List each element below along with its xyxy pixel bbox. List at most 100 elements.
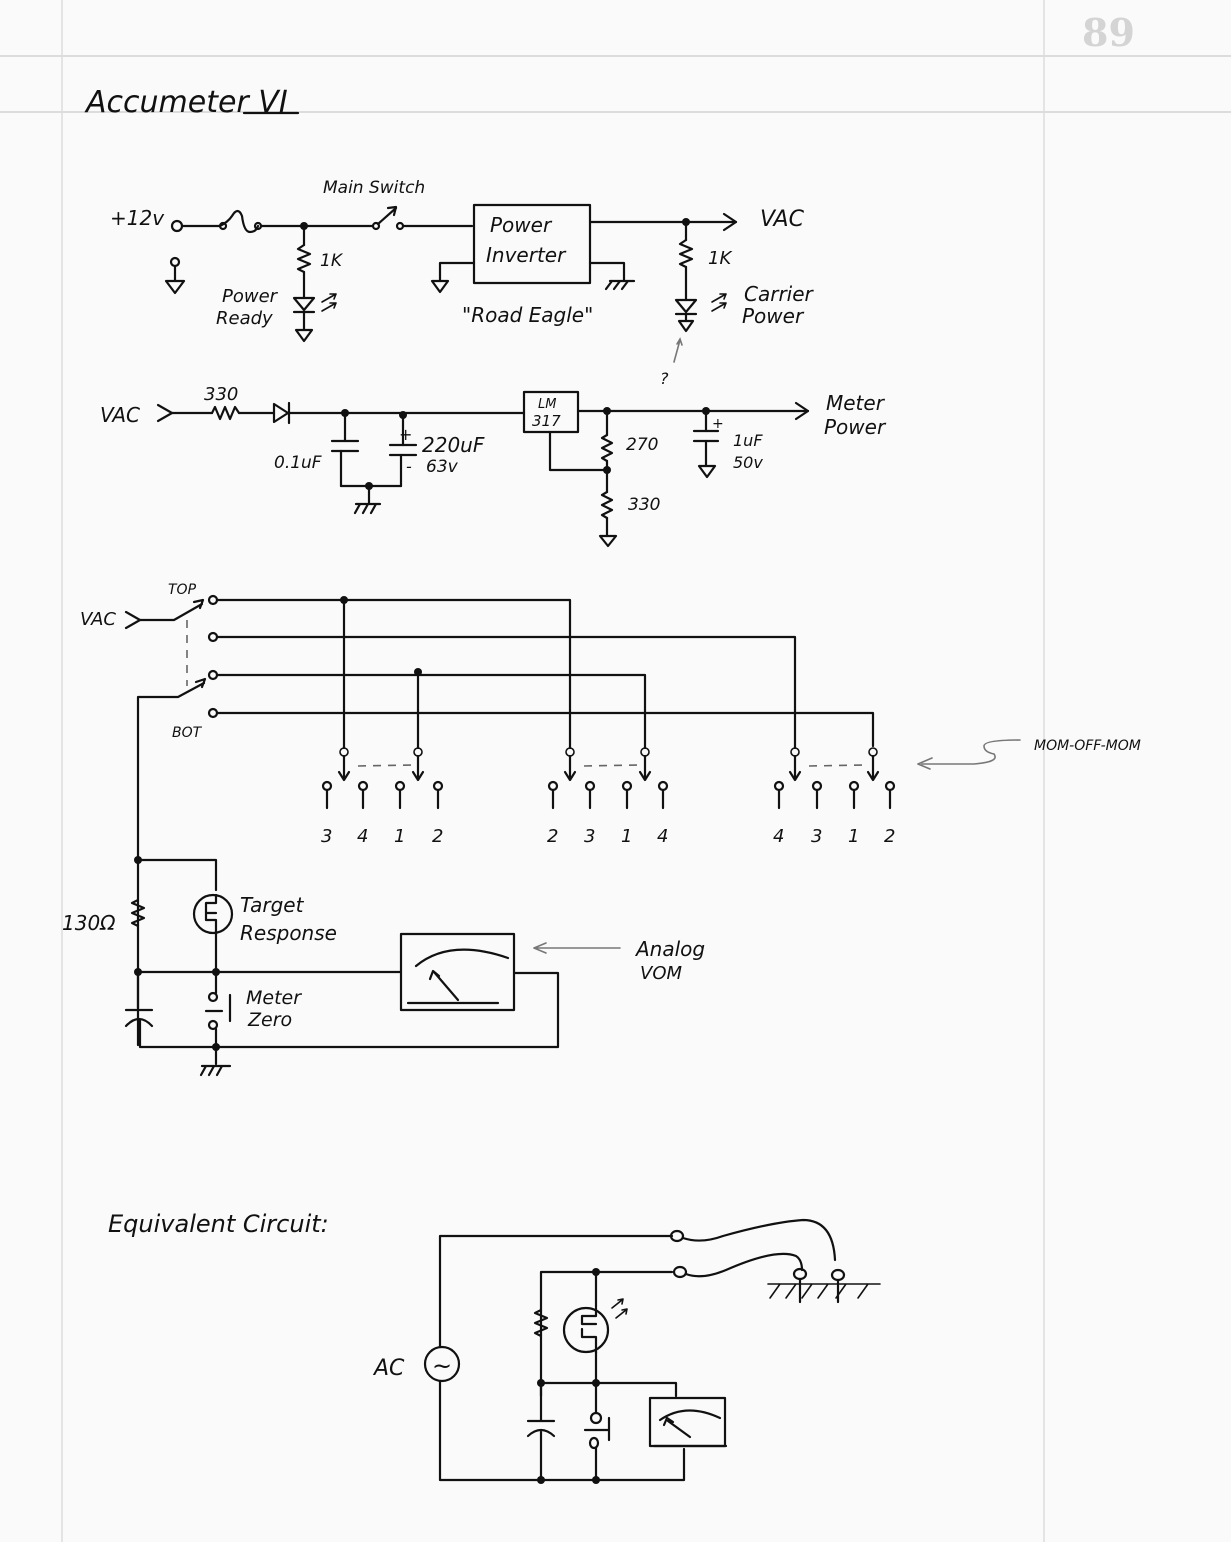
throw-contact: [584, 780, 596, 792]
throw-contact: [657, 780, 669, 792]
main-switch-label: Main Switch: [323, 178, 425, 198]
resistor-1k-label: 1K: [320, 251, 344, 271]
contact-number-label: 4: [357, 826, 368, 847]
ground-icon: [697, 464, 717, 479]
contact-number-label: 3: [811, 826, 822, 847]
pole-contact: [565, 747, 575, 757]
arrow-icon: [866, 770, 880, 782]
inverter-label-1: Power: [490, 213, 553, 237]
analog-vom-label-1: Analog: [634, 937, 705, 961]
analog-meter-icon: [648, 1396, 727, 1448]
throw-contact: [811, 780, 823, 792]
bottom-position-label: BOT: [172, 725, 203, 741]
cap-63v-label: 63v: [426, 457, 459, 477]
throw-contact: [357, 780, 369, 792]
switch-contact-4: [207, 707, 219, 719]
input-terminal: [170, 219, 184, 233]
arrow-icon: [337, 770, 351, 782]
resistor-270-label: 270: [626, 435, 658, 455]
cap-minus-sign: -: [406, 457, 412, 476]
switch-contact-3: [207, 669, 219, 681]
ground-icon: [598, 534, 618, 548]
meter-needle: [662, 1416, 692, 1439]
meter-zero-label-2: Zero: [247, 1009, 292, 1031]
meter-zero-button-icon: [204, 993, 232, 1023]
input-arrow-icon: [124, 610, 142, 630]
equivalent-circuit: Equivalent Circuit: AC ~: [108, 1210, 881, 1484]
chassis-ground-icon: [604, 279, 636, 291]
resistor-330-label: 330: [628, 495, 660, 515]
input-12v-label: +12v: [110, 206, 165, 230]
resistor-1k-label-2: 1K: [708, 248, 732, 269]
mom-off-mom-label: MOM-OFF-MOM: [1034, 738, 1141, 754]
led-icon: [674, 298, 698, 316]
contact-number-label: 2: [547, 826, 558, 847]
arrow-icon: [794, 401, 810, 421]
arrow-icon: [411, 770, 425, 782]
meter-power-label-1: Meter: [826, 391, 886, 415]
throw-contact: [547, 780, 559, 792]
top-position-label: TOP: [168, 582, 197, 598]
fuse-icon: [218, 209, 260, 234]
meter-needle: [428, 969, 460, 1002]
equivalent-circuit-heading: Equivalent Circuit:: [108, 1210, 329, 1238]
lm317-label-1: LM: [538, 397, 556, 412]
contact-number-label: 3: [321, 826, 332, 847]
lamp-icon: [192, 893, 234, 935]
resistor-130-label: 130Ω: [62, 911, 116, 935]
led-icon: [292, 296, 316, 314]
inverter-brand-label: "Road Eagle": [462, 303, 593, 327]
power-ready-label-2: Ready: [216, 308, 273, 329]
resistor-icon: [130, 898, 146, 928]
page-title: Accumeter VI: [84, 85, 288, 120]
title: Accumeter VI: [84, 85, 300, 120]
contact-number-label: 4: [657, 826, 668, 847]
regulator-circuit: VAC 330 0.1uF + - 220uF 63v LM 317: [100, 384, 887, 548]
carrier-power-label-1: Carrier: [744, 282, 815, 306]
analog-vom-meter: [399, 932, 516, 1012]
electrolytic-capacitor-icon: [388, 443, 418, 457]
question-mark: ?: [660, 369, 669, 388]
pole-contact: [868, 747, 878, 757]
electrolytic-capacitor-icon: [692, 429, 720, 443]
arrow-icon: [563, 770, 577, 782]
ground-icon: [294, 328, 314, 343]
throw-contact: [773, 780, 785, 792]
arrow-icon: [722, 212, 738, 232]
pole-contact: [339, 747, 349, 757]
meter-zero-label-1: Meter: [246, 987, 302, 1009]
throw-contact: [321, 780, 333, 792]
power-input-circuit: +12v Main Switch 1K Power Ready Power: [110, 178, 815, 388]
cap-50v-label: 50v: [733, 453, 763, 472]
ground-icon: [430, 279, 450, 294]
power-ready-label-1: Power: [222, 286, 279, 307]
bus-line-3: [215, 673, 647, 750]
arrow-icon: [788, 770, 802, 782]
power-inverter-box: [472, 203, 592, 285]
contact-number-label: 1: [394, 826, 405, 847]
ground-icon: [677, 319, 695, 333]
inverter-label-2: Inverter: [486, 243, 567, 267]
pushbutton-contact: [207, 991, 219, 1003]
switch-contact: [371, 221, 381, 231]
resistor-icon: [533, 1308, 549, 1338]
throw-contact: [394, 780, 406, 792]
analog-vom-label-2: VOM: [640, 963, 682, 984]
annotation-arrow: [533, 942, 621, 954]
cap-1uf-label: 1uF: [733, 431, 763, 450]
contact-number-label: 2: [884, 826, 895, 847]
throw-contact: [621, 780, 633, 792]
throw-contact: [432, 780, 444, 792]
series-resistor-label: 330: [204, 384, 238, 405]
capacitor-icon: [330, 439, 360, 453]
vac-switch-input-label: VAC: [80, 609, 116, 630]
switch-contact-1: [207, 594, 219, 606]
cap-220uf-label: 220uF: [422, 433, 485, 457]
pushbutton-icon: [583, 1416, 611, 1442]
